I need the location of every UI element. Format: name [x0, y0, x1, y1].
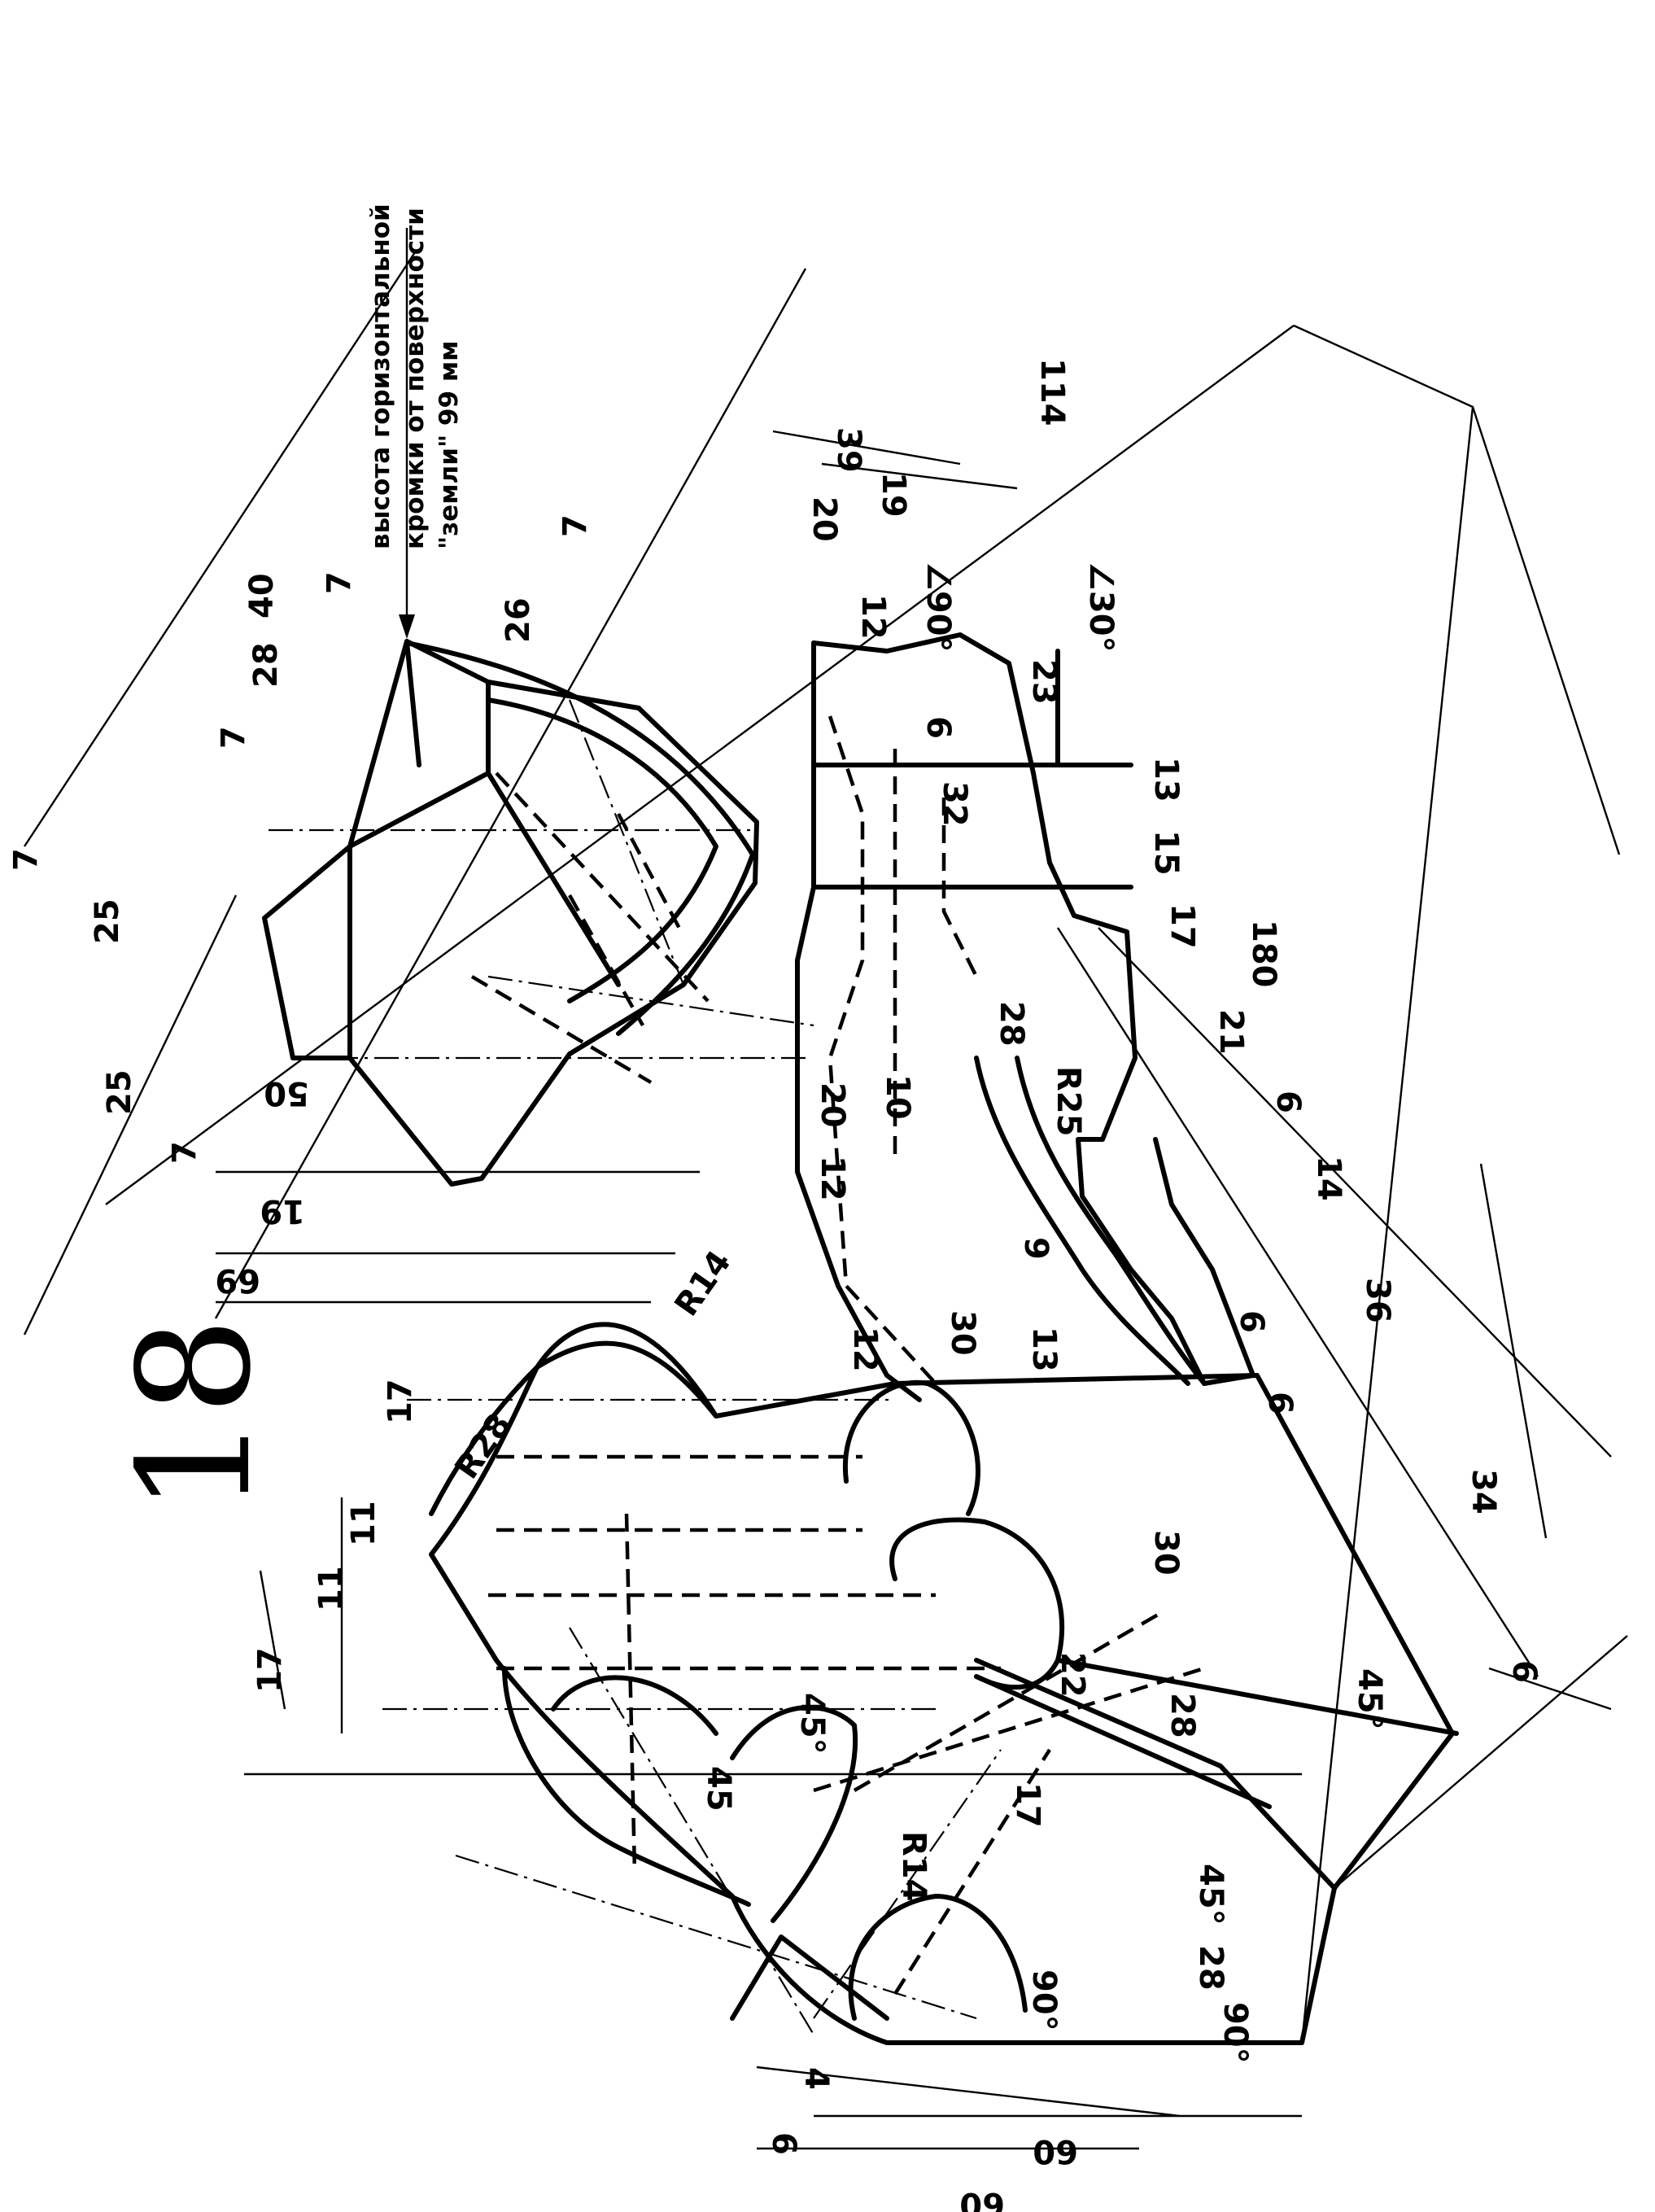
middle-arm-curve-2 [1015, 1056, 1207, 1386]
upper-block-face-1 [347, 639, 621, 1060]
radius-14b: R14 [895, 1831, 932, 1901]
dimension-lines [23, 251, 1628, 2150]
dim-60a: 60 [1033, 2132, 1078, 2170]
angle-90b: 90° [1025, 1969, 1063, 2031]
note-leader-arrowhead [399, 614, 415, 639]
upper-arch-outer [404, 640, 755, 1036]
dim-17b: 17 [382, 1379, 419, 1424]
note-line-3: "земли" 99 мм [434, 340, 464, 549]
dim-21: 21 [1212, 1009, 1250, 1055]
dim-17c: 17 [251, 1647, 289, 1693]
lower-hidden-lines [488, 1454, 1205, 1996]
dim-6c: 6 [1261, 1392, 1299, 1414]
dim-20a: 20 [806, 496, 843, 542]
sheet-number: 18 [105, 1317, 285, 1514]
lower-inner-arc-2 [551, 1675, 718, 1736]
dim-10: 10 [879, 1074, 916, 1120]
dim-4: 4 [797, 2067, 835, 2090]
dim-30b: 30 [1147, 1530, 1185, 1576]
dim-180: 180 [1245, 920, 1282, 988]
lower-arch-left [502, 1666, 751, 1907]
upper-arch-inner [486, 697, 718, 1003]
note-block: высота горизонтальной кромки от поверхно… [366, 203, 464, 549]
lower-axis-lines [382, 1398, 1002, 2035]
dim-17d: 17 [1009, 1782, 1046, 1828]
dim-6e: 6 [765, 2132, 802, 2155]
dim-7b: 7 [7, 848, 45, 871]
radius-25: R25 [1050, 1066, 1087, 1136]
lower-body-outline [429, 1322, 1455, 2045]
dim-19b: 19 [875, 472, 912, 518]
dim-30a: 30 [944, 1310, 981, 1356]
angle-45d: 45° [1192, 1864, 1229, 1926]
dim-28b: 28 [993, 1001, 1030, 1047]
dim-7d: 7 [321, 571, 358, 594]
middle-arm-hidden [828, 715, 979, 1385]
dim-19: 19 [260, 1192, 305, 1230]
dim-23: 23 [1025, 659, 1063, 705]
angle-45b: 45° [793, 1693, 831, 1755]
dim-17a: 17 [1164, 903, 1201, 949]
dim-13a: 13 [1147, 757, 1185, 802]
radius-28: R28 [448, 1407, 519, 1486]
dim-34: 34 [1465, 1469, 1502, 1515]
upper-block [262, 639, 814, 1187]
middle-arm-curve-1 [974, 1056, 1190, 1386]
dim-40: 40 [243, 573, 281, 619]
dim-22: 22 [1054, 1652, 1091, 1698]
dim-6b: 6 [1233, 1310, 1270, 1333]
middle-arm-top-edge [795, 640, 922, 1402]
lower-body-edges [730, 1658, 1459, 2021]
dimension-labels: 69 19 50 7 25 25 7 7 28 40 7 26 7 114 39… [7, 358, 1543, 2212]
angle-90c: 90° [1216, 2002, 1254, 2064]
note-line-1: высота горизонтальной [366, 203, 395, 549]
radius-14a: R14 [668, 1244, 739, 1323]
dim-6a: 6 [1269, 1091, 1307, 1113]
dim-7e: 7 [557, 514, 594, 537]
dim-26: 26 [500, 597, 537, 643]
dim-13b: 13 [1025, 1327, 1063, 1372]
angle-45c: 45 [700, 1766, 737, 1812]
dim-39: 39 [830, 427, 867, 473]
dim-6d: 6 [1505, 1660, 1543, 1683]
lower-body [382, 1322, 1459, 2045]
angle-30: ∠30° [1082, 562, 1120, 653]
dim-9: 9 [1017, 1237, 1055, 1260]
dim-28d: 28 [1192, 1945, 1229, 1991]
dim-60b: 60 [959, 2185, 1005, 2212]
note-line-2: кромки от поверхности [400, 208, 430, 549]
angle-45a: 45° [1351, 1668, 1388, 1730]
dim-7c: 7 [215, 726, 252, 749]
lower-arch-top [429, 1340, 718, 1516]
dim-14: 14 [1310, 1156, 1347, 1201]
dim-32: 32 [936, 781, 973, 827]
dim-25a: 25 [101, 1069, 138, 1115]
dim-50: 50 [264, 1074, 309, 1112]
dim-12b: 12 [814, 1156, 851, 1201]
upper-axis-lines [269, 699, 814, 1060]
dim-12a: 12 [854, 594, 892, 640]
dim-11b: 11 [312, 1566, 350, 1611]
dim-69: 69 [215, 1261, 260, 1299]
lower-inner-arc-4 [842, 1379, 980, 1516]
middle-arm-verticals [811, 649, 1133, 890]
dim-12c: 12 [846, 1327, 884, 1372]
dim-25b: 25 [89, 898, 126, 944]
dim-36: 36 [1359, 1278, 1396, 1323]
dim-7a: 7 [166, 1141, 203, 1164]
dim-20b: 20 [814, 1082, 851, 1128]
dim-114: 114 [1033, 358, 1071, 426]
lower-inner-arc-3 [848, 1894, 1028, 2021]
upper-block-outline [262, 639, 759, 1187]
upper-hidden-lines [470, 772, 710, 1084]
dim-15: 15 [1147, 830, 1185, 876]
middle-arm-outline [811, 632, 1255, 1386]
dim-11a: 11 [345, 1501, 382, 1546]
dim-28a: 28 [247, 642, 285, 688]
lower-inner-arc-1 [730, 1705, 858, 1923]
angle-90a: ∠90° [919, 562, 957, 653]
dim-28c: 28 [1164, 1693, 1201, 1738]
dim-6f: 6 [919, 716, 957, 739]
